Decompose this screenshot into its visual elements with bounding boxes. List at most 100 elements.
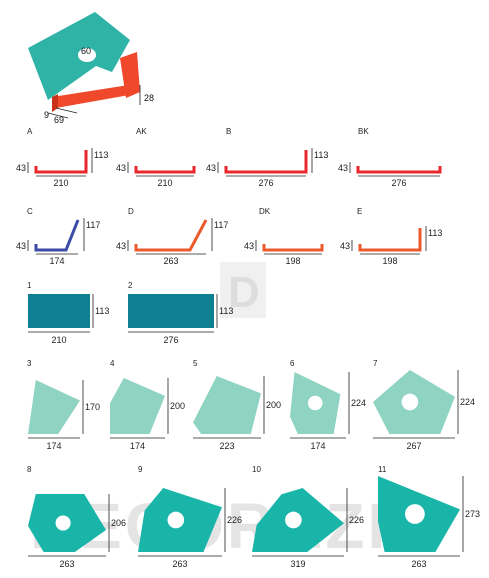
top-hole	[401, 393, 419, 411]
top-code-label: 1	[27, 281, 32, 290]
top-width-value: 276	[163, 335, 178, 345]
profile-frame-shape	[34, 219, 80, 252]
hero-depth-label-b: 69	[54, 115, 64, 125]
profile-code-label: C	[27, 207, 33, 216]
top-height-value: 200	[266, 400, 281, 410]
profile-frame-shape	[262, 244, 324, 252]
top-hole	[285, 511, 302, 529]
profile-code-label: E	[357, 207, 362, 216]
profile-code-label: A	[27, 127, 33, 136]
top-height-value: 224	[460, 397, 475, 407]
profile-right-height: 113	[314, 150, 328, 160]
top-code-label: 10	[252, 465, 261, 474]
top-width-value: 263	[411, 559, 426, 569]
top-code-label: 3	[27, 359, 32, 368]
profile-frame-shape	[134, 219, 208, 252]
profile-bk: BK 43 276	[338, 127, 442, 188]
top-code-label: 4	[110, 359, 115, 368]
profile-code-label: B	[226, 127, 231, 136]
top-shape	[128, 294, 214, 328]
top-shape	[28, 294, 90, 328]
hero-height-label: 28	[144, 93, 154, 103]
profile-left-height: 43	[16, 241, 26, 251]
profile-frame-shape	[224, 150, 308, 174]
profile-left-height: 43	[116, 241, 126, 251]
top-code-label: 8	[27, 465, 32, 474]
top-height-value: 226	[349, 515, 364, 525]
top-width-value: 174	[46, 441, 61, 451]
top-shape	[193, 376, 261, 434]
profile-left-height: 43	[16, 163, 26, 173]
profile-a: A 43 210 113	[16, 127, 108, 188]
profile-left-height: 43	[116, 163, 126, 173]
profile-code-label: D	[128, 207, 134, 216]
hero-frame-side	[52, 94, 58, 112]
top-9: 9 263 226	[138, 465, 242, 569]
top-4: 4 174 200	[110, 359, 185, 451]
profile-width-value: 198	[382, 256, 397, 266]
hero-illustration: 60 28 9 69	[28, 12, 154, 125]
top-shape	[28, 380, 80, 434]
profile-frame-shape	[358, 228, 422, 252]
profile-width-value: 174	[49, 256, 64, 266]
profile-right-height: 113	[428, 228, 442, 238]
top-width-value: 319	[290, 559, 305, 569]
top-5: 5 223 200	[193, 359, 281, 451]
top-code-label: 9	[138, 465, 143, 474]
tops-group: 1210113227611331741704174200522320061742…	[27, 281, 480, 569]
profile-left-height: 43	[338, 163, 348, 173]
top-width-value: 210	[51, 335, 66, 345]
profile-width-value: 276	[391, 178, 406, 188]
profile-d: D 43 263 117	[116, 207, 228, 266]
profile-ak: AK 43 210	[116, 127, 196, 188]
top-width-value: 263	[59, 559, 74, 569]
profile-code-label: AK	[136, 127, 147, 136]
hero-depth-label-a: 9	[44, 110, 49, 120]
profile-width-value: 210	[53, 178, 68, 188]
profile-left-height: 43	[244, 241, 254, 251]
profile-left-height: 43	[340, 241, 350, 251]
profile-width-value: 198	[285, 256, 300, 266]
top-height-value: 273	[465, 509, 480, 519]
top-width-value: 223	[219, 441, 234, 451]
profile-right-height: 113	[94, 150, 108, 160]
top-height-value: 224	[351, 398, 366, 408]
profile-right-height: 117	[86, 220, 100, 230]
top-width-value: 174	[310, 441, 325, 451]
profile-right-height: 117	[214, 220, 228, 230]
top-code-label: 2	[128, 281, 133, 290]
top-hole	[167, 511, 185, 529]
top-10: 10 319 226	[252, 465, 364, 569]
profile-e: E 43 198 113	[340, 207, 442, 266]
top-shape	[110, 378, 165, 434]
top-code-label: 6	[290, 359, 295, 368]
profiles-group: A43210113AK43210B43276113BK43276C4317411…	[16, 127, 442, 266]
hero-hole	[78, 48, 96, 62]
top-height-value: 113	[219, 306, 233, 316]
top-code-label: 5	[193, 359, 198, 368]
profile-c: C 43 174 117	[16, 207, 100, 266]
top-2: 2 276 113	[128, 281, 233, 345]
profile-width-value: 210	[157, 178, 172, 188]
top-hole	[405, 504, 425, 524]
top-height-value: 226	[227, 515, 242, 525]
top-6: 6 174 224	[290, 359, 366, 451]
profile-frame-shape	[356, 166, 442, 174]
profile-code-label: BK	[358, 127, 369, 136]
profile-left-height: 43	[206, 163, 216, 173]
hero-hole-label: 60	[81, 46, 91, 56]
top-width-value: 263	[172, 559, 187, 569]
profile-frame-shape	[34, 150, 88, 174]
top-width-value: 174	[130, 441, 145, 451]
top-height-value: 200	[170, 401, 185, 411]
profile-width-value: 263	[163, 256, 178, 266]
top-hole	[55, 515, 71, 531]
